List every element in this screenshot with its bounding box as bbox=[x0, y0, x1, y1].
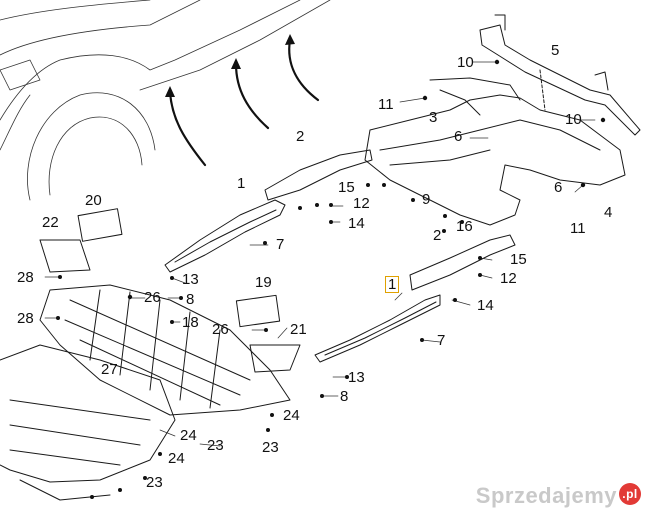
right-side-skirt bbox=[314, 294, 441, 363]
part-number-8-lower: 8 bbox=[340, 388, 349, 405]
part-number-26-right: 26 bbox=[212, 321, 229, 338]
part-number-18: 18 bbox=[182, 314, 199, 331]
part-number-13-upper: 13 bbox=[182, 271, 199, 288]
part-number-13-lower: 13 bbox=[348, 369, 365, 386]
part-number-9: 9 bbox=[422, 191, 431, 208]
car-body-outline bbox=[0, 0, 331, 201]
part-number-2-lower: 2 bbox=[433, 227, 442, 244]
rear-crossmember-bracket bbox=[479, 14, 641, 136]
part-number-23-lower: 23 bbox=[146, 474, 163, 491]
part-number-15-lower: 15 bbox=[510, 251, 527, 268]
part-number-1-right: 1 bbox=[384, 276, 400, 293]
watermark-text: Sprzedajemy bbox=[475, 483, 617, 508]
part-number-11-right: 11 bbox=[570, 220, 586, 237]
fastener-dots bbox=[56, 59, 606, 499]
part-number-8-upper: 8 bbox=[186, 291, 195, 308]
part-number-3: 3 bbox=[429, 109, 438, 126]
part-number-7-right: 7 bbox=[437, 332, 446, 349]
part-number-7-left: 7 bbox=[276, 236, 285, 253]
part-number-21: 21 bbox=[290, 321, 307, 338]
part-number-1-left: 1 bbox=[237, 175, 246, 192]
part-number-27: 27 bbox=[101, 361, 118, 378]
part-number-24-a: 24 bbox=[283, 407, 300, 424]
front-grid-shield bbox=[39, 284, 291, 416]
part-number-22: 22 bbox=[42, 214, 59, 231]
upper-side-rail bbox=[264, 149, 373, 201]
part-number-6-lower: 6 bbox=[554, 179, 563, 196]
part-number-10-top: 10 bbox=[457, 54, 474, 71]
watermark: Sprzedajemy.pl bbox=[476, 483, 641, 509]
part-number-28-lower: 28 bbox=[17, 310, 34, 327]
part-number-16: 16 bbox=[456, 218, 473, 235]
watermark-badge: .pl bbox=[619, 483, 641, 505]
part-number-14-lower: 14 bbox=[477, 297, 494, 314]
part-number-4: 4 bbox=[604, 204, 613, 221]
part-number-12-lower: 12 bbox=[500, 270, 517, 287]
part-number-20: 20 bbox=[85, 192, 102, 209]
part-number-24-c: 24 bbox=[168, 450, 185, 467]
install-direction-arrows bbox=[168, 38, 320, 167]
left-side-skirt bbox=[164, 199, 286, 273]
part-number-10-right: 10 bbox=[565, 111, 582, 128]
part-number-11-top: 11 bbox=[378, 96, 394, 113]
part-number-14-upper: 14 bbox=[348, 215, 365, 232]
part-number-5: 5 bbox=[551, 42, 560, 59]
part-number-23-right: 23 bbox=[207, 437, 224, 454]
part-number-24-b: 24 bbox=[180, 427, 197, 444]
arrow-heads bbox=[165, 34, 295, 97]
part-number-23-under-24: 23 bbox=[262, 439, 279, 456]
clip-parts bbox=[39, 208, 301, 373]
part-number-28-upper: 28 bbox=[17, 269, 34, 286]
center-underbody-shield bbox=[364, 77, 626, 226]
part-number-12-upper: 12 bbox=[353, 195, 370, 212]
lower-side-rail bbox=[409, 234, 516, 291]
engine-undershield bbox=[0, 344, 176, 501]
part-number-26-left: 26 bbox=[144, 289, 161, 306]
part-number-19: 19 bbox=[255, 274, 272, 291]
part-number-6-upper: 6 bbox=[454, 128, 463, 145]
part-number-15-upper: 15 bbox=[338, 179, 355, 196]
part-number-2-upper: 2 bbox=[296, 128, 305, 145]
